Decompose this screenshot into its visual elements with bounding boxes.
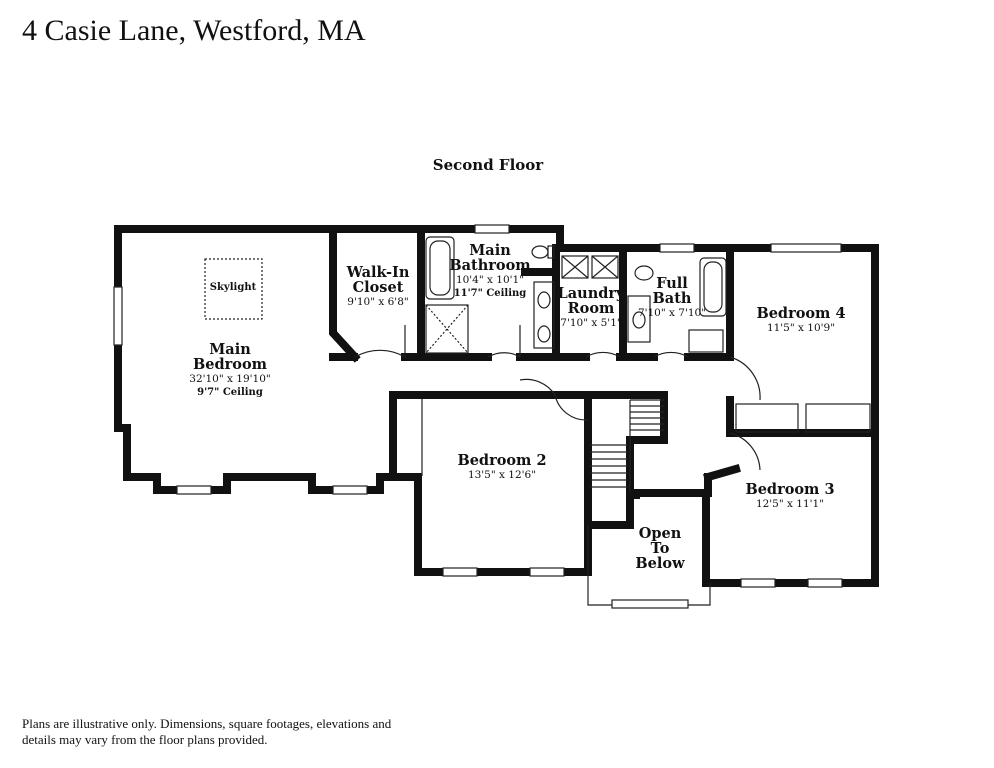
window xyxy=(659,243,695,253)
door-swing xyxy=(729,432,761,471)
listing-address: 4 Casie Lane, Westford, MA xyxy=(22,14,366,47)
vanity xyxy=(533,281,555,349)
room-full-bath: Full Bath 7'10" x 7'10" xyxy=(638,276,706,319)
window xyxy=(807,578,843,588)
room-walk-in-closet: Walk-In Closet 9'10" x 6'8" xyxy=(347,265,410,308)
room-name: Main Bathroom xyxy=(449,242,531,275)
room-name: Bedroom 4 xyxy=(756,305,846,322)
window xyxy=(332,485,368,495)
dryer xyxy=(591,255,619,279)
room-bedroom-3: Bedroom 3 12'5" x 11'1" xyxy=(745,482,834,510)
skylight-label: Skylight xyxy=(209,282,257,293)
fixtures xyxy=(113,224,871,609)
room-name: Main Bedroom xyxy=(193,341,267,374)
door-swing xyxy=(554,394,589,421)
room-name: Bedroom 3 xyxy=(745,481,835,498)
floor-title: Second Floor xyxy=(432,156,544,174)
linen-closet xyxy=(688,329,724,353)
window xyxy=(611,599,689,609)
room-dimensions: 12'5" x 11'1" xyxy=(755,498,825,511)
closet xyxy=(735,403,799,433)
room-dimensions: 9'10" x 6'8" xyxy=(347,296,409,309)
window xyxy=(770,243,842,253)
window xyxy=(740,578,776,588)
closet xyxy=(805,403,871,433)
room-dimensions: 13'5" x 12'6" xyxy=(467,469,537,482)
room-dimensions: 10'4" x 10'1" xyxy=(455,274,525,287)
room-bedroom-4: Bedroom 4 11'5" x 10'9" xyxy=(756,306,845,334)
window xyxy=(442,567,478,577)
toilet xyxy=(634,265,654,281)
door-swing xyxy=(585,351,621,358)
window xyxy=(113,286,123,346)
door-swing xyxy=(487,352,521,358)
shower xyxy=(425,304,469,354)
door-swing xyxy=(729,356,761,401)
staircase xyxy=(590,399,664,493)
skylight-outline xyxy=(204,258,263,320)
door-swing xyxy=(354,349,406,358)
bathtub xyxy=(699,257,727,317)
room-name: Walk-In Closet xyxy=(346,264,410,297)
window xyxy=(474,224,510,234)
room-name: Laundry Room xyxy=(557,285,625,318)
room-dimensions: 32'10" x 19'10" xyxy=(189,373,271,386)
room-main-bedroom: Main Bedroom 32'10" x 19'10" 9'7" Ceilin… xyxy=(189,342,270,399)
room-laundry: Laundry Room 7'10" x 5'1" xyxy=(558,286,625,329)
room-dimensions: 7'10" x 7'10" xyxy=(637,307,707,320)
room-ceiling: 11'7" Ceiling xyxy=(453,288,527,300)
washer xyxy=(561,255,589,279)
room-name: Bedroom 2 xyxy=(457,452,547,469)
room-open-to-below: Open To Below xyxy=(635,526,684,572)
room-bedroom-2: Bedroom 2 13'5" x 12'6" xyxy=(457,453,546,481)
window xyxy=(176,485,212,495)
room-name: Full Bath xyxy=(652,275,692,308)
door-swing xyxy=(519,378,556,396)
room-dimensions: 11'5" x 10'9" xyxy=(766,322,836,335)
toilet xyxy=(531,245,549,259)
room-ceiling: 9'7" Ceiling xyxy=(197,387,263,399)
disclaimer: Plans are illustrative only. Dimensions,… xyxy=(22,716,392,747)
room-name: Open To Below xyxy=(635,525,685,573)
bathtub xyxy=(425,236,455,300)
door-swing xyxy=(653,351,689,358)
vanity xyxy=(627,295,651,343)
room-dimensions: 7'10" x 5'1" xyxy=(560,317,622,330)
window xyxy=(529,567,565,577)
room-main-bathroom: Main Bathroom 10'4" x 10'1" 11'7" Ceilin… xyxy=(449,243,530,300)
